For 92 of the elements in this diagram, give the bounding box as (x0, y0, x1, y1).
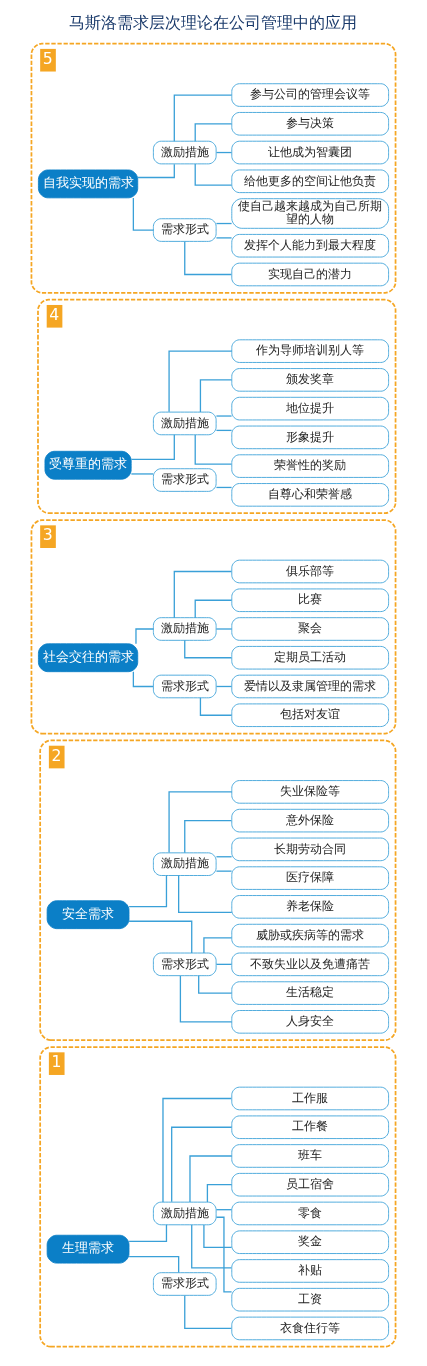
node-box: 自我实现的需求 (38, 169, 139, 199)
node-box: 需求形式 (152, 468, 217, 492)
node-box: 工作餐 (231, 1115, 389, 1139)
node-box: 需求形式 (152, 674, 217, 699)
connector (130, 434, 175, 461)
connector (130, 473, 154, 475)
node-box: 激励措施 (152, 140, 217, 165)
node-box: 自尊心和荣誉感 (231, 483, 389, 507)
connector (162, 1097, 233, 1203)
node-box: 安全需求 (46, 900, 130, 930)
node-box: 激励措施 (152, 852, 217, 876)
connector (198, 975, 233, 994)
connector (215, 415, 233, 417)
node-box: 俱乐部等 (231, 559, 389, 584)
connector (194, 434, 233, 465)
connector (184, 1294, 233, 1330)
connector (173, 570, 233, 619)
connector (184, 819, 233, 854)
connector (168, 791, 233, 854)
connector (215, 870, 233, 872)
node-box: 受尊重的需求 (44, 450, 132, 480)
connector (215, 628, 233, 630)
node-box: 形象提升 (231, 425, 389, 450)
node-box: 让他成为智囊团 (231, 140, 389, 165)
node-box: 零食 (231, 1201, 389, 1226)
connector (135, 628, 154, 645)
node-box: 医疗保障 (231, 866, 389, 890)
connector (184, 240, 233, 276)
node-box: 聚会 (231, 617, 389, 641)
node-box: 激励措施 (152, 617, 217, 641)
node-box: 激励措施 (152, 411, 217, 436)
diagram-title: 马斯洛需求层次理论在公司管理中的应用 (69, 13, 358, 33)
connector (189, 1155, 233, 1203)
node-box: 奖金 (231, 1230, 389, 1254)
node-box: 使自己越来越成为自己所期望的人物 (231, 198, 389, 229)
node-box: 工作服 (231, 1086, 389, 1111)
node-box: 意外保险 (231, 808, 389, 833)
connector (184, 639, 233, 659)
connector (137, 163, 175, 179)
node-box: 给他更多的空间让他负责 (231, 169, 389, 194)
connector (168, 350, 233, 413)
connector (128, 920, 193, 954)
node-box: 员工宿舍 (231, 1172, 389, 1197)
node-box: 激励措施 (152, 1201, 217, 1226)
connector (194, 123, 233, 142)
connector (179, 975, 233, 1023)
connector (203, 937, 233, 954)
connector (173, 94, 233, 142)
connector (128, 1255, 180, 1274)
node-box: 生理需求 (46, 1234, 130, 1264)
connector (178, 874, 233, 914)
node-box: 需求形式 (152, 218, 217, 242)
connector (171, 1126, 233, 1203)
node-box: 班车 (231, 1144, 389, 1168)
node-box: 社会交往的需求 (38, 643, 139, 673)
connector (203, 1224, 233, 1249)
node-box: 地位提升 (231, 396, 389, 421)
node-box: 实现自己的潜力 (231, 262, 389, 287)
node-box: 长期劳动合同 (231, 837, 389, 862)
node-box: 人身安全 (231, 1010, 389, 1034)
connector (199, 379, 233, 413)
node-box: 发挥个人能力到最大程度 (231, 233, 389, 258)
connector (206, 1184, 233, 1203)
node-box: 参与决策 (231, 112, 389, 136)
connector (215, 1216, 233, 1293)
node-box: 爱情以及隶属管理的需求 (231, 674, 389, 699)
connector (191, 1224, 233, 1269)
connector (194, 599, 233, 619)
node-box: 荣誉性的奖励 (231, 454, 389, 478)
connector (132, 197, 155, 231)
node-box: 生活稳定 (231, 981, 389, 1005)
connector (215, 237, 233, 239)
node-box: 定期员工活动 (231, 646, 389, 670)
node-box: 比赛 (231, 588, 389, 612)
node-box: 工资 (231, 1287, 389, 1312)
node-box: 不致失业以及免遭痛苦 (231, 952, 389, 977)
node-box: 包括对友谊 (231, 703, 389, 727)
node-box: 颁发奖章 (231, 368, 389, 392)
connector (128, 1224, 168, 1242)
node-box: 参与公司的管理会议等 (231, 83, 389, 107)
node-box: 衣食住行等 (231, 1316, 389, 1341)
node-box: 补贴 (231, 1259, 389, 1283)
connector (132, 671, 155, 688)
connector (194, 163, 233, 186)
node-box: 需求形式 (152, 952, 217, 977)
node-box: 作为导师培训别人等 (231, 339, 389, 363)
node-box: 养老保险 (231, 895, 389, 919)
connector (128, 874, 168, 908)
node-box: 失业保险等 (231, 780, 389, 804)
node-box: 威胁或疾病等的需求 (231, 923, 389, 948)
connector (199, 697, 233, 716)
node-box: 需求形式 (152, 1272, 217, 1296)
